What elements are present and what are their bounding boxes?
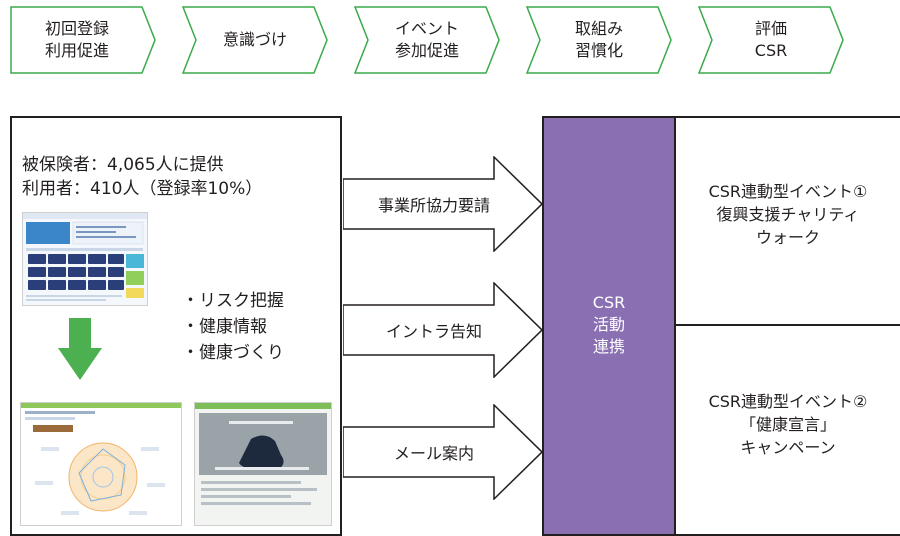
event-1-title: CSR連動型イベント①	[708, 182, 868, 201]
right-arrow-icon	[343, 282, 543, 378]
event-1-name-cont: ウォーク	[755, 228, 820, 247]
step-event-participation: イベント参加促進	[354, 6, 500, 74]
feature-health-building: ・健康づくり	[182, 343, 284, 363]
step-label-line1: イベント	[394, 19, 459, 38]
event-2-title: CSR連動型イベント②	[708, 392, 868, 411]
step-label-line1: 初回登録	[44, 19, 109, 38]
chevron-shape	[526, 6, 672, 74]
chevron-shape	[182, 6, 328, 74]
portal-screenshot	[22, 212, 148, 306]
event-1-text: CSR連動型イベント① 復興支援チャリティ ウォーク	[676, 180, 900, 249]
channel-arrow-email: メール案内	[343, 404, 543, 500]
event-2-name: 「健康宣言」	[739, 415, 836, 434]
step-label-line2: 習慣化	[574, 41, 623, 60]
channel-arrow-office-request: 事業所協力要請	[343, 156, 543, 252]
channel-label: イントラ告知	[385, 322, 482, 341]
feature-health-info: ・健康情報	[182, 317, 267, 337]
csr-activity-label: CSR 活動 連携	[542, 292, 676, 358]
step-habit: 取組み習慣化	[526, 6, 672, 74]
csr-label-line2: 活動	[592, 315, 625, 334]
event-2-name-cont: キャンペーン	[740, 438, 836, 457]
feature-risk: ・リスク把握	[182, 291, 284, 311]
chevron-shape	[10, 6, 156, 74]
channel-label: 事業所協力要請	[377, 196, 490, 215]
step-label-line2: CSR	[754, 41, 788, 60]
step-label-line1: 意識づけ	[222, 30, 287, 49]
step-awareness: 意識づけ	[182, 6, 328, 74]
event-2-text: CSR連動型イベント② 「健康宣言」 キャンペーン	[676, 390, 900, 459]
chevron-shape	[698, 6, 844, 74]
feature-list: ・リスク把握 ・健康情報 ・健康づくり	[182, 288, 284, 366]
step-label-line2: 参加促進	[394, 41, 459, 60]
step-evaluation-csr: 評価 CSR	[698, 6, 844, 74]
right-arrow-icon	[343, 404, 543, 500]
csr-activity-bar	[542, 116, 676, 536]
channel-arrow-intranet: イントラ告知	[343, 282, 543, 378]
health-building-screenshot	[194, 402, 332, 526]
user-count-text: 利用者：410人（登録率10%）	[22, 179, 263, 199]
health-report-screenshot	[20, 402, 182, 526]
csr-label-line3: 連携	[592, 337, 625, 356]
event-1-name: 復興支援チャリティ	[716, 205, 860, 224]
step-label-line1: 取組み	[574, 19, 623, 38]
step-label-line1: 評価	[754, 19, 787, 38]
down-arrow-icon	[58, 318, 102, 380]
chevron-shape	[354, 6, 500, 74]
step-initial-registration: 初回登録利用促進	[10, 6, 156, 74]
insured-count-text: 被保険者：4,065人に提供	[22, 155, 224, 175]
step-label-line2: 利用促進	[44, 41, 109, 60]
csr-label-line1: CSR	[592, 293, 626, 312]
channel-label: メール案内	[393, 444, 474, 463]
right-arrow-icon	[343, 156, 543, 252]
event-panel-1	[676, 116, 900, 326]
